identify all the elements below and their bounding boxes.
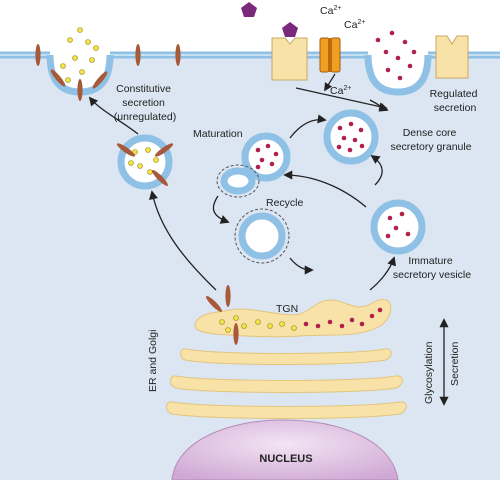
- pathway-arrows: [88, 96, 397, 291]
- immature-vesicle: [370, 199, 426, 255]
- calcium-channel: [319, 37, 341, 73]
- golgi-cisternae: [165, 348, 407, 419]
- immature-vesicle-label: Immature secretory vesicle: [393, 255, 471, 281]
- trans-golgi-network: [194, 285, 392, 345]
- maturing-vesicle: [216, 132, 291, 198]
- pentagon-ligand-icon: [241, 2, 257, 17]
- membrane-receptors: [35, 44, 181, 101]
- regulated-secretion-label: Regulated secretion: [430, 88, 481, 114]
- calcium-influx-arrows: [295, 73, 388, 111]
- constitutive-released-cargo: [60, 27, 99, 83]
- er-golgi-label: ER and Golgi: [147, 330, 159, 392]
- dense-core-label: Dense core secretory granule: [390, 127, 471, 153]
- nucleus-label: NUCLEUS: [259, 453, 312, 465]
- bound-receptor: [271, 22, 308, 81]
- nucleus: [171, 419, 399, 480]
- recycle-label: Recycle: [266, 197, 304, 209]
- constitutive-secretion-label: Constitutive secretion (unregulated): [114, 83, 176, 123]
- secretion-axis-label: Secretion: [449, 341, 461, 386]
- calcium-label-top: Ca2+: [320, 5, 341, 17]
- constitutive-vesicle: [116, 134, 174, 190]
- recycle-vesicle: [234, 208, 290, 264]
- calcium-label-bottom: Ca2+: [330, 85, 351, 97]
- empty-receptor: [435, 35, 469, 79]
- glycosylation-label: Glycosylation: [423, 341, 435, 404]
- tgn-label: TGN: [276, 303, 298, 315]
- maturation-label: Maturation: [193, 128, 243, 140]
- calcium-label-middle: Ca2+: [344, 19, 365, 31]
- regulated-released-cargo: [375, 30, 417, 81]
- dense-core-granule: [323, 109, 379, 165]
